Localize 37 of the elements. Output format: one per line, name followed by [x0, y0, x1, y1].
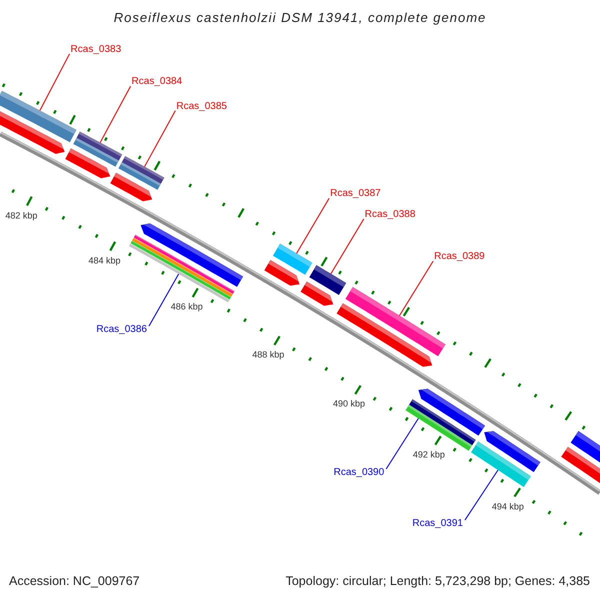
gene-label: Rcas_0384 [132, 76, 182, 88]
gene-label: Rcas_0385 [176, 100, 227, 113]
gene-feature [336, 286, 446, 367]
accession-text: Accession: NC_009767 [9, 574, 140, 589]
leader-line [398, 260, 434, 316]
leader-line [464, 470, 498, 521]
leader-line [296, 198, 330, 254]
gene-feature [110, 156, 164, 202]
leader-line [144, 110, 176, 168]
gene-label: Rcas_0388 [364, 208, 416, 221]
tick-label: 492 kbp [412, 449, 445, 460]
tick-label: 490 kbp [332, 398, 365, 410]
leader-line [100, 86, 132, 144]
gene-label: Rcas_0390 [334, 467, 384, 479]
tick-label: 482 kbp [5, 210, 38, 222]
leader-line [386, 418, 419, 470]
gene-label: Rcas_0387 [330, 188, 381, 200]
leader-line [330, 218, 364, 274]
title: Roseiflexus castenholzii DSM 13941, complete genome [114, 10, 486, 26]
gene-feature [129, 223, 244, 302]
gene-feature [300, 265, 346, 306]
gene-feature [264, 244, 312, 286]
gene-label: Rcas_0386 [96, 324, 147, 336]
tick-label: 494 kbp [492, 501, 524, 512]
gene-feature [471, 431, 540, 488]
tick-label: 484 kbp [88, 256, 120, 267]
gene-feature [0, 90, 76, 154]
gene-label: Rcas_0383 [70, 44, 122, 56]
gene-label: Rcas_0391 [412, 518, 463, 530]
gene-feature [406, 388, 486, 451]
genome-stats-text: Topology: circular; Length: 5,723,298 bp; Genes: 4,385 [286, 574, 590, 589]
tick-label: 488 kbp [252, 350, 284, 361]
leader-line [148, 274, 180, 327]
leader-line [39, 53, 70, 112]
tick-label: 486 kbp [170, 302, 203, 313]
gene-label: Rcas_0389 [434, 251, 485, 264]
gene-feature [65, 132, 122, 178]
